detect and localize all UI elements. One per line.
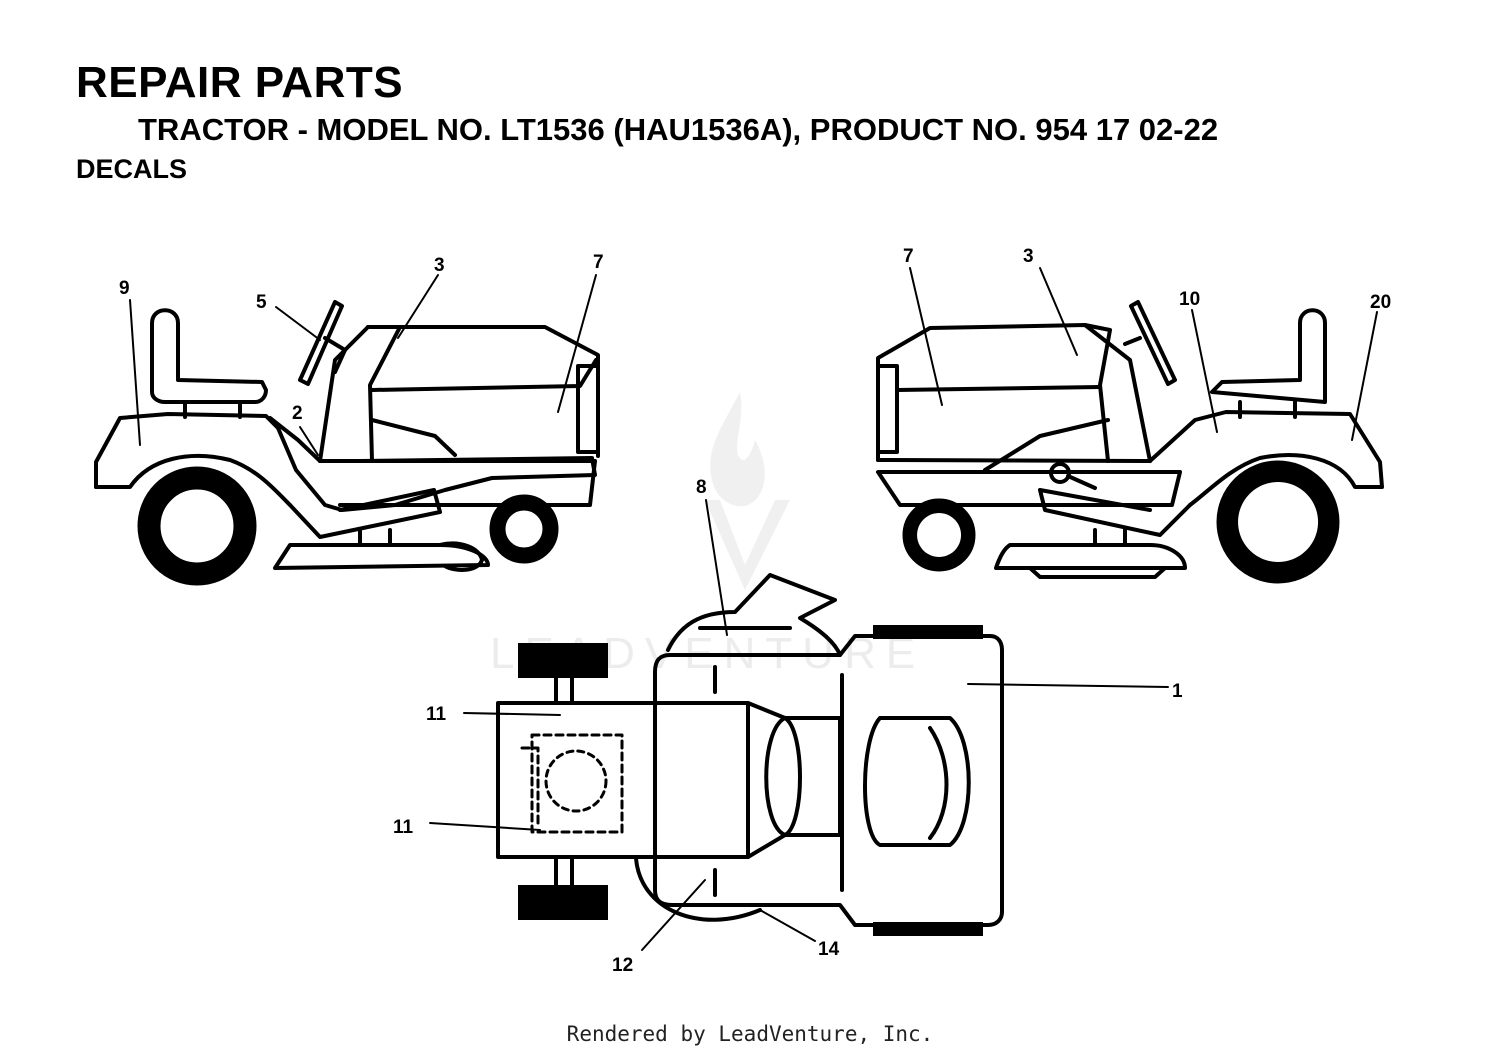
callout-top-14: 14 xyxy=(818,939,840,960)
callout-top-11a: 11 xyxy=(426,704,447,725)
callout-top-11b: 11 xyxy=(393,817,414,838)
callout-top-12: 12 xyxy=(612,955,633,976)
callout-left-7: 7 xyxy=(593,252,604,273)
callout-labels: 9 5 3 7 2 7 3 10 20 8 1 11 11 12 14 xyxy=(119,246,1391,976)
tractor-top-view xyxy=(496,573,1004,927)
leader-lines xyxy=(129,267,1378,951)
tractor-left-view xyxy=(94,300,600,586)
callout-right-7: 7 xyxy=(903,246,914,267)
callout-right-3: 3 xyxy=(1023,246,1034,267)
right-wheel-fills xyxy=(903,462,1338,582)
top-view-tires xyxy=(518,625,983,936)
callout-top-8: 8 xyxy=(696,477,707,498)
model-subtitle: TRACTOR - MODEL NO. LT1536 (HAU1536A), P… xyxy=(138,112,1219,147)
page-title: REPAIR PARTS xyxy=(76,58,404,107)
callout-left-3: 3 xyxy=(434,255,445,276)
callout-right-20: 20 xyxy=(1370,292,1391,313)
callout-top-1: 1 xyxy=(1172,681,1183,702)
callout-left-9: 9 xyxy=(119,278,130,299)
render-credit: Rendered by LeadVenture, Inc. xyxy=(566,1022,934,1046)
callout-right-10: 10 xyxy=(1179,289,1200,310)
left-wheel-fills xyxy=(138,468,557,584)
callout-left-2: 2 xyxy=(292,403,303,424)
callout-left-5: 5 xyxy=(256,292,267,313)
section-heading: DECALS xyxy=(76,154,188,184)
tractor-right-view xyxy=(876,300,1384,584)
